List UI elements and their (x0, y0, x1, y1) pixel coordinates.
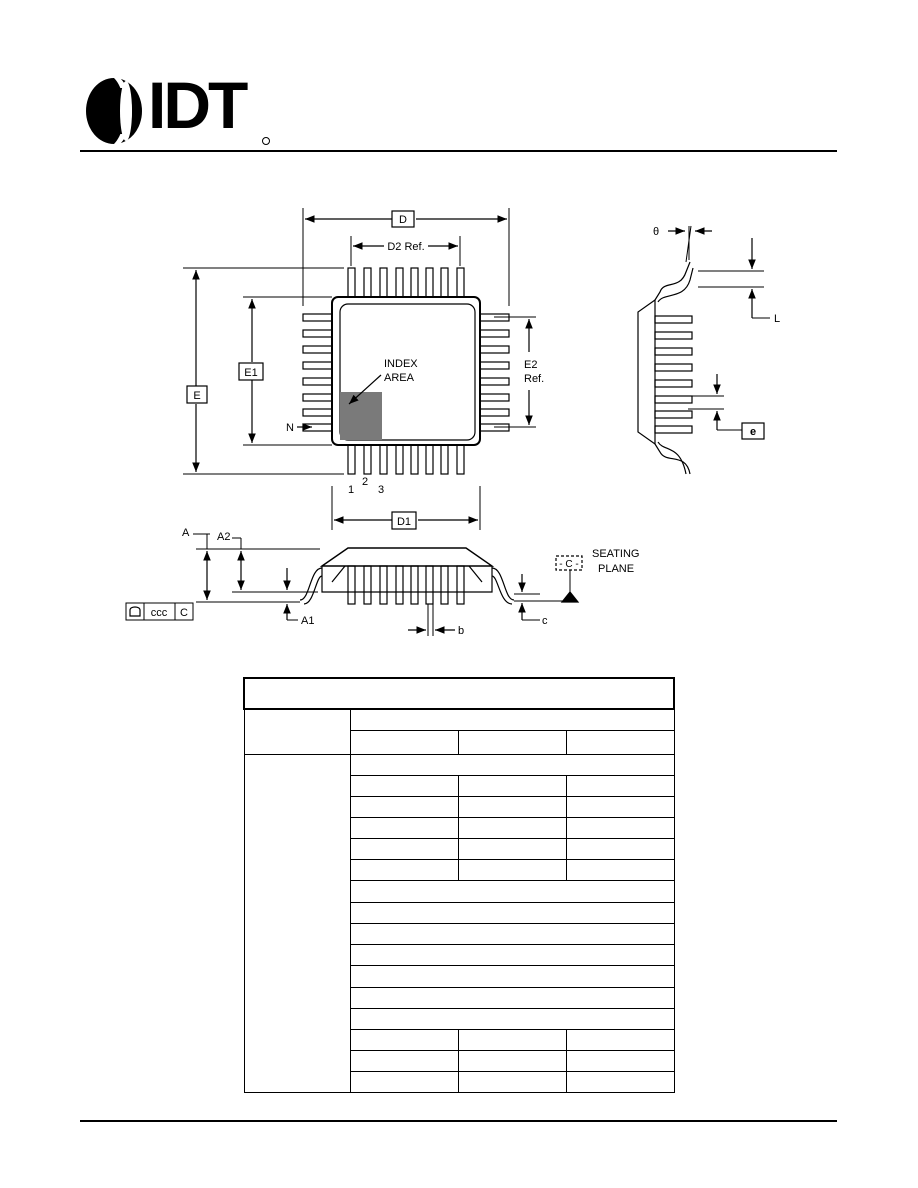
logo-wordmark: IDT (148, 68, 248, 142)
table-row (243, 753, 675, 1093)
side-view (637, 225, 770, 475)
dim-e-pitch-label: e (750, 426, 756, 438)
dim-a1-label: A1 (301, 615, 314, 627)
top-view-labels: D D2 Ref. E E1 E2 Ref. INDEX AREA N 1 2 … (193, 214, 544, 528)
footer-rule (80, 1120, 837, 1122)
dim-b-label: b (458, 625, 464, 637)
dim-e2-label: E2 (524, 359, 537, 371)
dimension-table (243, 677, 675, 1093)
tolerance-datum-label: C (180, 607, 188, 619)
flatness-icon (129, 606, 141, 617)
side-view-labels: θ L e (653, 226, 780, 438)
dim-e2-ref-label: Ref. (524, 373, 544, 385)
dim-e1-label: E1 (244, 367, 257, 379)
side-leads (654, 315, 693, 434)
pin-n-label: N (286, 422, 294, 434)
seating-label: SEATING (592, 548, 639, 560)
profile-view (125, 533, 583, 636)
area-label: AREA (384, 372, 415, 384)
plane-label: PLANE (598, 563, 634, 575)
dim-d-label: D (399, 214, 407, 226)
left-leads (302, 313, 333, 432)
idt-logo (86, 78, 142, 144)
logo-mark-icon (86, 78, 142, 144)
top-leads (347, 267, 465, 298)
table-header-row (243, 708, 675, 755)
tolerance-ccc-label: ccc (151, 607, 168, 619)
table-row (244, 858, 675, 881)
bottom-leads (347, 444, 465, 475)
package-outline-drawing: D D2 Ref. E E1 E2 Ref. INDEX AREA N 1 2 … (125, 208, 780, 637)
table-row (244, 837, 675, 860)
profile-leads (347, 565, 465, 605)
pin-3-label: 3 (378, 484, 384, 496)
dim-a-label: A (182, 527, 190, 539)
registered-mark (262, 137, 270, 145)
dim-e-label: E (193, 390, 200, 402)
table-subheader-row (244, 729, 675, 755)
top-view (183, 208, 536, 530)
right-leads (479, 313, 510, 432)
table-row (244, 1049, 675, 1072)
table-title-row (243, 677, 675, 710)
theta-label: θ (653, 226, 659, 238)
pin-1-label: 1 (348, 484, 354, 496)
dim-c-label: c (542, 615, 548, 627)
pin-2-label: 2 (362, 476, 368, 488)
table-row (244, 795, 675, 818)
index-area (340, 392, 382, 440)
header-rule (80, 150, 837, 152)
index-label: INDEX (384, 358, 418, 370)
table-row (244, 1070, 675, 1093)
dim-d1-label: D1 (397, 516, 411, 528)
dim-a2-label: A2 (217, 531, 230, 543)
dim-l-label: L (774, 313, 780, 325)
datum-c-label: - C - (559, 559, 578, 570)
profile-view-labels: A A2 A1 b c - C - SEATING PLANE ccc C (151, 527, 640, 637)
dim-d2-label: D2 Ref. (387, 241, 424, 253)
